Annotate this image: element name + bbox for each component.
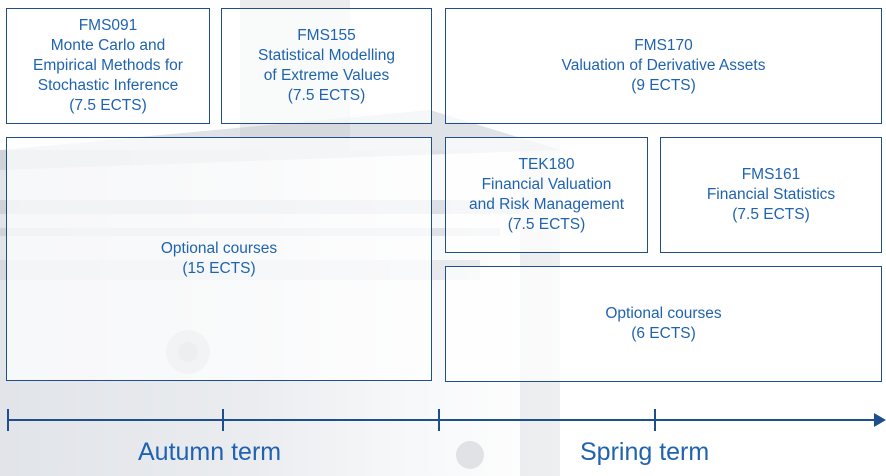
course-credits: (6 ECTS) xyxy=(631,325,696,342)
course-code: FMS155 xyxy=(297,27,356,44)
course-credits: (15 ECTS) xyxy=(182,260,256,277)
optional-courses-title: Optional courses xyxy=(605,305,722,322)
course-title-line: Stochastic Inference xyxy=(37,77,179,94)
course-title-line: Financial Statistics xyxy=(706,186,836,203)
term-timeline xyxy=(7,409,886,431)
course-credits: (7.5 ECTS) xyxy=(507,216,586,233)
optional-courses-title: Optional courses xyxy=(160,240,278,257)
course-box-tek180: TEK180 Financial Valuation and Risk Mana… xyxy=(445,137,648,253)
course-title-line: Statistical Modelling xyxy=(258,47,395,64)
autumn-term-label: Autumn term xyxy=(138,438,282,466)
course-title-line: of Extreme Values xyxy=(263,67,390,84)
course-box-fms170: FMS170 Valuation of Derivative Assets (9… xyxy=(445,8,882,124)
course-credits: (7.5 ECTS) xyxy=(732,206,810,223)
course-code: FMS091 xyxy=(78,17,138,34)
course-box-fms155: FMS155 Statistical Modelling of Extreme … xyxy=(221,8,432,124)
course-title-line: Valuation of Derivative Assets xyxy=(561,57,766,74)
course-credits: (9 ECTS) xyxy=(631,77,696,94)
course-title-line: Empirical Methods for xyxy=(33,57,183,74)
course-code: FMS161 xyxy=(741,166,801,183)
course-credits: (7.5 ECTS) xyxy=(287,87,366,104)
course-box-fms091: FMS091 Monte Carlo and Empirical Methods… xyxy=(6,8,210,124)
course-box-fms161: FMS161 Financial Statistics (7.5 ECTS) xyxy=(660,137,882,253)
course-code: TEK180 xyxy=(518,156,575,173)
course-title-line: and Risk Management xyxy=(468,196,625,213)
course-code: FMS170 xyxy=(634,37,693,54)
course-credits: (7.5 ECTS) xyxy=(69,97,147,114)
course-title-line: Monte Carlo and xyxy=(50,37,166,54)
spring-term-label: Spring term xyxy=(580,438,710,466)
timeline-arrowhead-icon xyxy=(874,413,886,427)
course-title-line: Financial Valuation xyxy=(481,176,612,193)
optional-courses-autumn-box: Optional courses (15 ECTS) xyxy=(6,137,432,381)
optional-courses-spring-box: Optional courses (6 ECTS) xyxy=(445,266,882,382)
